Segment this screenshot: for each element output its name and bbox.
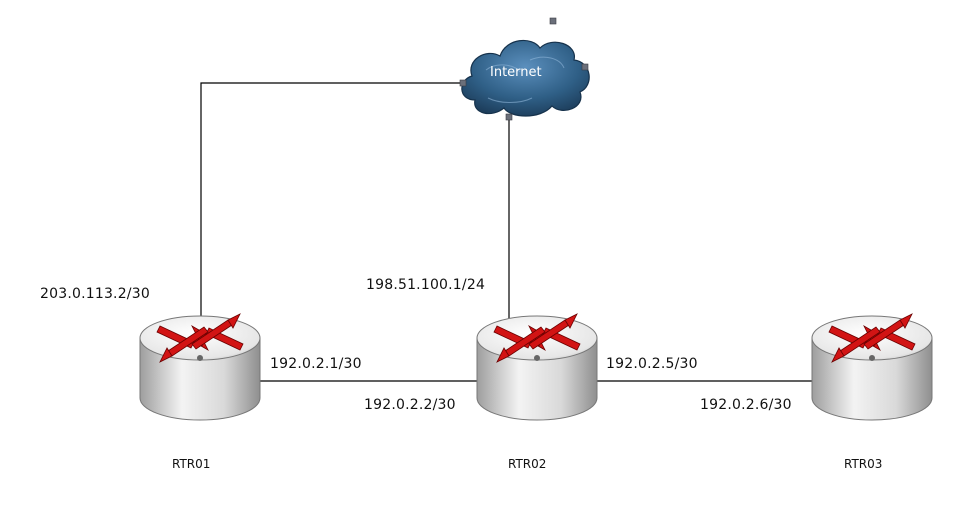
- ip-rtr01-internet: 203.0.113.2/30: [40, 286, 150, 302]
- ip-rtr01-rtr02: 192.0.2.1/30: [270, 356, 362, 372]
- router-name-rtr01: RTR01: [172, 457, 211, 471]
- internet-label: Internet: [490, 65, 542, 80]
- router-rtr03-icon[interactable]: [811, 313, 933, 421]
- ip-rtr02-internet: 198.51.100.1/24: [366, 277, 486, 293]
- router-name-rtr03: RTR03: [844, 457, 883, 471]
- internet-cloud-icon[interactable]: Internet: [459, 17, 590, 121]
- link-rtr01-internet: [200, 82, 463, 322]
- router-name-rtr02: RTR02: [508, 457, 547, 471]
- router-rtr01-icon[interactable]: [139, 313, 261, 421]
- cloud-handles: [459, 17, 589, 121]
- ip-rtr03-rtr02: 192.0.2.6/30: [700, 397, 792, 413]
- router-rtr02-icon[interactable]: [476, 313, 598, 421]
- ip-rtr02-rtr01: 192.0.2.2/30: [364, 397, 456, 413]
- links: [200, 82, 812, 382]
- ip-rtr02-rtr03: 192.0.2.5/30: [606, 356, 698, 372]
